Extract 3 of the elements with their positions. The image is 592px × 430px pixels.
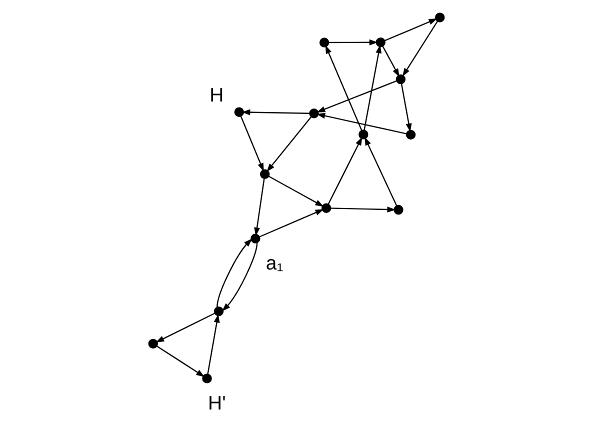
node-label: H': [208, 392, 226, 414]
node-label: H: [209, 84, 224, 107]
node-label: a₁: [265, 252, 283, 274]
